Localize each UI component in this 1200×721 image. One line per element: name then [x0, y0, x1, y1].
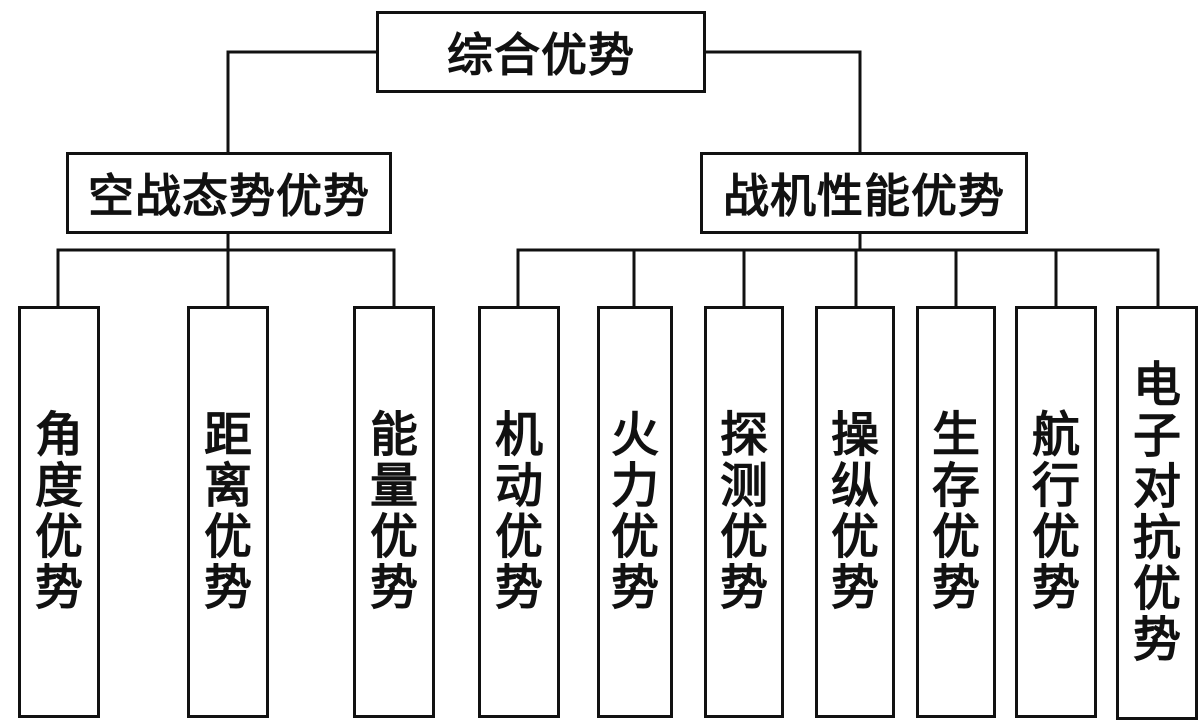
- leaf-node-label: 探测优势: [720, 407, 769, 616]
- leaf-node-label: 操纵优势: [831, 407, 880, 616]
- branch-node-fighter-performance: 战机性能优势: [700, 152, 1028, 234]
- leaf-node-maneuver: 机动优势: [478, 306, 560, 718]
- leaf-node-angle: 角度优势: [18, 306, 100, 718]
- leaf-node-label: 电子对抗优势: [1133, 357, 1182, 668]
- leaf-node-navigation: 航行优势: [1015, 306, 1097, 718]
- leaf-node-distance: 距离优势: [187, 306, 269, 718]
- leaf-node-survival: 生存优势: [916, 306, 996, 718]
- leaf-node-label: 航行优势: [1032, 407, 1081, 616]
- leaf-node-label: 角度优势: [35, 407, 84, 616]
- branch-node-air-combat-situation: 空战态势优势: [66, 152, 392, 234]
- leaf-node-label: 能量优势: [370, 407, 419, 616]
- leaf-node-energy: 能量优势: [353, 306, 435, 718]
- root-node-label: 综合优势: [447, 28, 635, 82]
- leaf-node-detection: 探测优势: [704, 306, 784, 718]
- leaf-node-electronic-countermeasure: 电子对抗优势: [1116, 306, 1198, 720]
- branch-node-label: 空战态势优势: [88, 169, 370, 223]
- leaf-node-label: 距离优势: [204, 407, 253, 616]
- leaf-node-label: 火力优势: [611, 407, 660, 616]
- leaf-node-firepower: 火力优势: [597, 306, 673, 718]
- leaf-node-label: 生存优势: [932, 407, 981, 616]
- leaf-node-control: 操纵优势: [815, 306, 895, 718]
- connector-root-right: [704, 50, 862, 154]
- branch-node-label: 战机性能优势: [723, 169, 1005, 223]
- leaf-node-label: 机动优势: [495, 407, 544, 616]
- root-node: 综合优势: [376, 11, 706, 93]
- connector-root-left: [226, 50, 378, 154]
